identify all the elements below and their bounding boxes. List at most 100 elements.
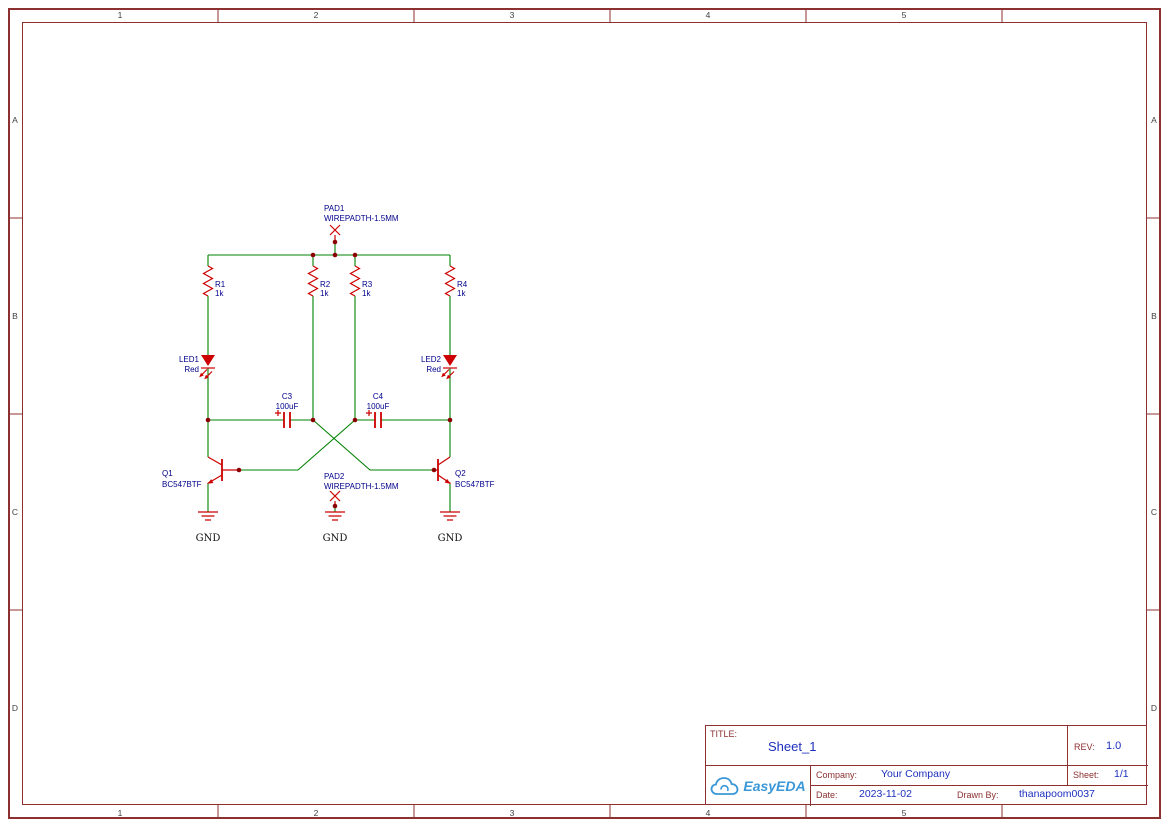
sheet-cell: Sheet: 1/1	[1068, 766, 1148, 786]
ground-icon	[325, 511, 345, 521]
emitter-arrow-icon	[207, 479, 214, 484]
wire[interactable]	[312, 296, 356, 420]
wire[interactable]	[207, 255, 451, 266]
pad1-value-label[interactable]: WIREPADTH-1.5MM	[324, 214, 399, 223]
frame-row-label: A	[12, 115, 18, 125]
title-cell: TITLE: Sheet_1	[706, 726, 1068, 766]
drawn-by-value: thanapoom0037	[1019, 788, 1095, 800]
r4-ref-label[interactable]: R4	[457, 280, 468, 289]
gnd-symbol[interactable]: GND	[196, 511, 221, 544]
title-block: TITLE: Sheet_1 REV: 1.0 EasyEDA Company:…	[705, 725, 1148, 806]
gnd-net-label: GND	[323, 533, 348, 544]
c3-ref-label[interactable]: C3	[282, 392, 293, 401]
led2-ref-label[interactable]: LED2	[421, 355, 442, 364]
sheet-label: Sheet:	[1073, 770, 1100, 780]
pad1-ref-label[interactable]: PAD1	[324, 204, 345, 213]
c4-value-label[interactable]: 100uF	[367, 402, 390, 411]
npn-symbol	[207, 456, 239, 485]
frame-col-label: 1	[118, 808, 123, 818]
wirepad-pad2[interactable]: PAD2 WIREPADTH-1.5MM	[324, 472, 399, 506]
resistor-zigzag	[444, 265, 456, 297]
wire[interactable]	[312, 419, 434, 471]
wire[interactable]	[207, 368, 451, 420]
pad2-value-label[interactable]: WIREPADTH-1.5MM	[324, 482, 399, 491]
capacitor-c4[interactable]: C4 100uF	[366, 392, 389, 428]
r1-ref-label[interactable]: R1	[215, 280, 226, 289]
junction-dot	[332, 239, 338, 245]
capacitor-c3[interactable]: C3 100uF	[275, 392, 298, 428]
wire[interactable]	[207, 296, 451, 355]
junction-dot	[332, 503, 338, 509]
r3-ref-label[interactable]: R3	[362, 280, 373, 289]
gnd-symbol[interactable]: GND	[438, 511, 463, 544]
resistor-r1[interactable]: R1 1k	[202, 265, 226, 298]
pad2-ref-label[interactable]: PAD2	[324, 472, 345, 481]
company-cell: Company: Your Company	[811, 766, 1068, 786]
capacitor-symbol	[366, 410, 382, 428]
resistor-r2[interactable]: R2 1k	[307, 265, 331, 298]
frame-col-label: 3	[510, 10, 515, 20]
company-label: Company:	[816, 770, 858, 780]
frame-row-label: C	[12, 507, 18, 517]
frame-row-label: B	[12, 311, 18, 321]
c4-ref-label[interactable]: C4	[373, 392, 384, 401]
led-led1[interactable]: LED1 Red	[179, 355, 215, 380]
plus-icon	[366, 410, 372, 416]
frame-col-label: 5	[902, 808, 907, 818]
frame-col-label: 4	[706, 808, 711, 818]
transistor-q2[interactable]: Q2 BC547BTF	[434, 456, 495, 489]
rev-label: REV:	[1074, 742, 1095, 752]
rev-cell: REV: 1.0	[1068, 726, 1148, 766]
r2-ref-label[interactable]: R2	[320, 280, 331, 289]
junction-dot	[447, 417, 453, 423]
ground-icon	[440, 511, 460, 521]
transistor-q1[interactable]: Q1 BC547BTF	[162, 456, 239, 489]
sheet-value: 1/1	[1114, 768, 1129, 780]
company-value: Your Company	[881, 768, 951, 780]
easyeda-logo: EasyEDA	[706, 766, 810, 806]
frame-row-label: C	[1151, 507, 1157, 517]
resistor-r4[interactable]: R4 1k	[444, 265, 468, 298]
sheet-title: Sheet_1	[768, 739, 817, 754]
date-label: Date:	[816, 790, 838, 800]
frame-col-label: 5	[902, 10, 907, 20]
r1-value-label[interactable]: 1k	[215, 289, 224, 298]
gnd-net-label: GND	[196, 533, 221, 544]
frame-row-label: D	[12, 703, 18, 713]
pad-x-icon	[329, 224, 341, 242]
c3-value-label[interactable]: 100uF	[276, 402, 299, 411]
q2-ref-label[interactable]: Q2	[455, 469, 466, 478]
junction-dot	[352, 417, 358, 423]
junction-dot	[310, 417, 316, 423]
resistor-r3[interactable]: R3 1k	[349, 265, 373, 298]
q1-value-label[interactable]: BC547BTF	[162, 480, 202, 489]
q1-ref-label[interactable]: Q1	[162, 469, 173, 478]
gnd-symbol[interactable]: GND	[323, 511, 348, 544]
frame-column-ticks-bottom	[217, 805, 1003, 818]
wire[interactable]	[239, 419, 356, 471]
led1-ref-label[interactable]: LED1	[179, 355, 200, 364]
frame-inner-border	[22, 22, 1147, 805]
wirepad-pad1[interactable]: PAD1 WIREPADTH-1.5MM	[324, 204, 399, 242]
sheet-frame: 1 2 3 4 5 1 2 3 4 5 A B C D A B C D	[8, 8, 1161, 819]
junction-dot	[205, 417, 211, 423]
r4-value-label[interactable]: 1k	[457, 289, 466, 298]
frame-column-ticks-top	[217, 9, 1003, 22]
junction-dot	[431, 467, 437, 473]
r3-value-label[interactable]: 1k	[362, 289, 371, 298]
date-value: 2023-11-02	[859, 788, 912, 800]
junction-dot	[236, 467, 242, 473]
resistor-zigzag	[202, 265, 214, 297]
ground-icon	[198, 511, 218, 521]
q2-value-label[interactable]: BC547BTF	[455, 480, 495, 489]
rev-value: 1.0	[1106, 740, 1122, 752]
plus-icon	[275, 410, 281, 416]
led-symbol	[441, 355, 457, 380]
led1-value-label[interactable]: Red	[184, 365, 199, 374]
led-led2[interactable]: LED2 Red	[421, 355, 457, 380]
led2-value-label[interactable]: Red	[426, 365, 441, 374]
r2-value-label[interactable]: 1k	[320, 289, 329, 298]
gnd-net-label: GND	[438, 533, 463, 544]
